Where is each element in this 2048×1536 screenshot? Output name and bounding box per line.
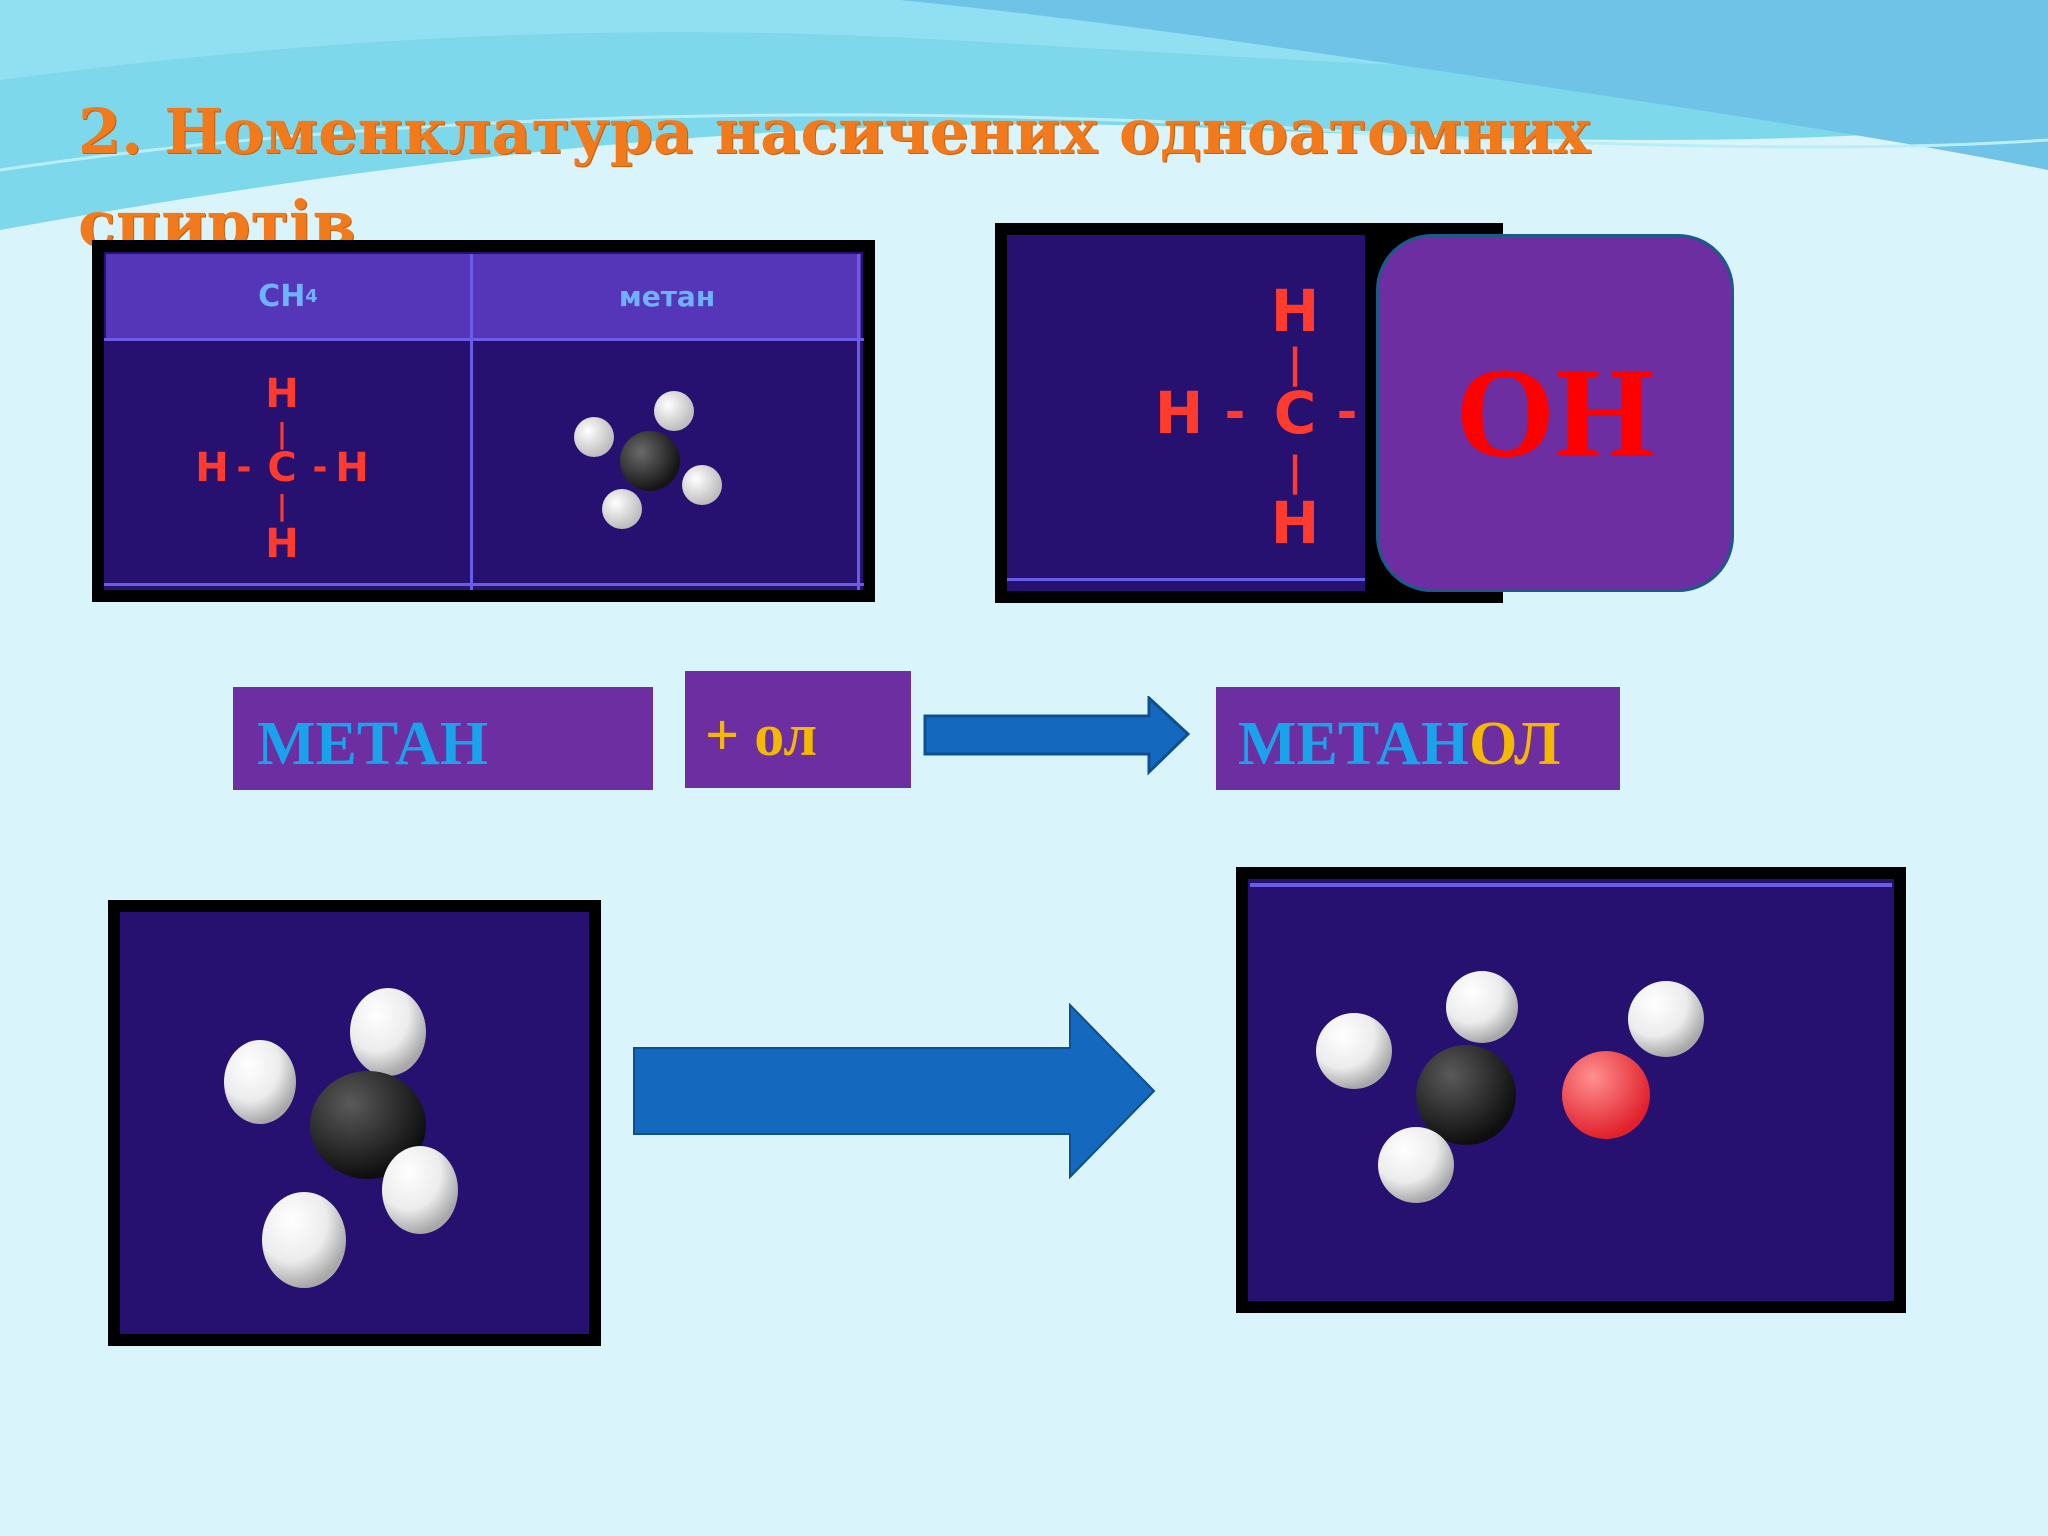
atom-c: C bbox=[267, 445, 296, 491]
bond-top: | bbox=[277, 417, 287, 450]
bond-bottom: | bbox=[277, 489, 287, 522]
suffix-box: + ол bbox=[685, 671, 911, 788]
table-divider-v bbox=[470, 254, 473, 590]
methanol-top-line bbox=[1250, 883, 1892, 887]
methanol-structural-formula: H | H - C - | H bbox=[1155, 277, 1358, 553]
suffix-label: + ол bbox=[705, 702, 818, 768]
atom-h-right: H bbox=[335, 445, 368, 491]
bond-right: - bbox=[1337, 383, 1358, 441]
table-bottom-line bbox=[104, 583, 864, 586]
methanol-ball-model bbox=[1316, 971, 1704, 1203]
slide-title: 2. Номенклатура насичених одноатомних сп… bbox=[78, 86, 1878, 270]
methane-small-model bbox=[574, 391, 722, 529]
bond-bottom: | bbox=[1288, 449, 1303, 496]
bond-left: - bbox=[1225, 383, 1246, 441]
bond-top: | bbox=[1288, 341, 1303, 388]
bond-left: - bbox=[237, 447, 252, 488]
methanol-word-box: МЕТАНОЛ bbox=[1216, 687, 1620, 790]
methanol-suffix: ОЛ bbox=[1469, 710, 1561, 778]
methanol-base: МЕТАН bbox=[1238, 710, 1470, 778]
atom-h-left: H bbox=[1155, 379, 1204, 447]
structural-panel bbox=[1007, 235, 1365, 591]
atom-c: C bbox=[1274, 379, 1317, 447]
methane-ball-model bbox=[224, 988, 458, 1288]
atom-h-top: H bbox=[265, 371, 298, 417]
name-header: метан bbox=[473, 254, 861, 338]
formula-text: CH bbox=[258, 278, 306, 314]
naming-arrow-icon bbox=[923, 696, 1191, 776]
wave-background bbox=[0, 0, 2048, 230]
methanol-model-image bbox=[1236, 867, 1906, 1313]
methane-word-box: МЕТАН bbox=[233, 687, 653, 790]
formula-subscript: 4 bbox=[305, 285, 318, 307]
methane-model-image bbox=[108, 900, 601, 1346]
structural-bottom-line bbox=[1007, 578, 1365, 581]
atom-h-bottom: H bbox=[1271, 489, 1320, 553]
atom-h-left: H bbox=[195, 445, 228, 491]
table-divider-h bbox=[104, 338, 864, 341]
methane-structural-formula: H | H - C - H | H bbox=[195, 371, 368, 565]
oh-group-box: ОН bbox=[1376, 234, 1734, 592]
atom-h-top: H bbox=[1271, 277, 1320, 345]
transform-arrow-icon bbox=[633, 1003, 1156, 1179]
table-right-line bbox=[857, 254, 860, 590]
methane-word: МЕТАН bbox=[257, 710, 489, 778]
name-text: метан bbox=[618, 279, 716, 313]
bond-right: - bbox=[313, 447, 328, 488]
methanol-word: МЕТАНОЛ bbox=[1238, 709, 1560, 780]
atom-h-bottom: H bbox=[265, 521, 298, 565]
title-line-1: 2. Номенклатура насичених одноатомних bbox=[78, 95, 1591, 168]
